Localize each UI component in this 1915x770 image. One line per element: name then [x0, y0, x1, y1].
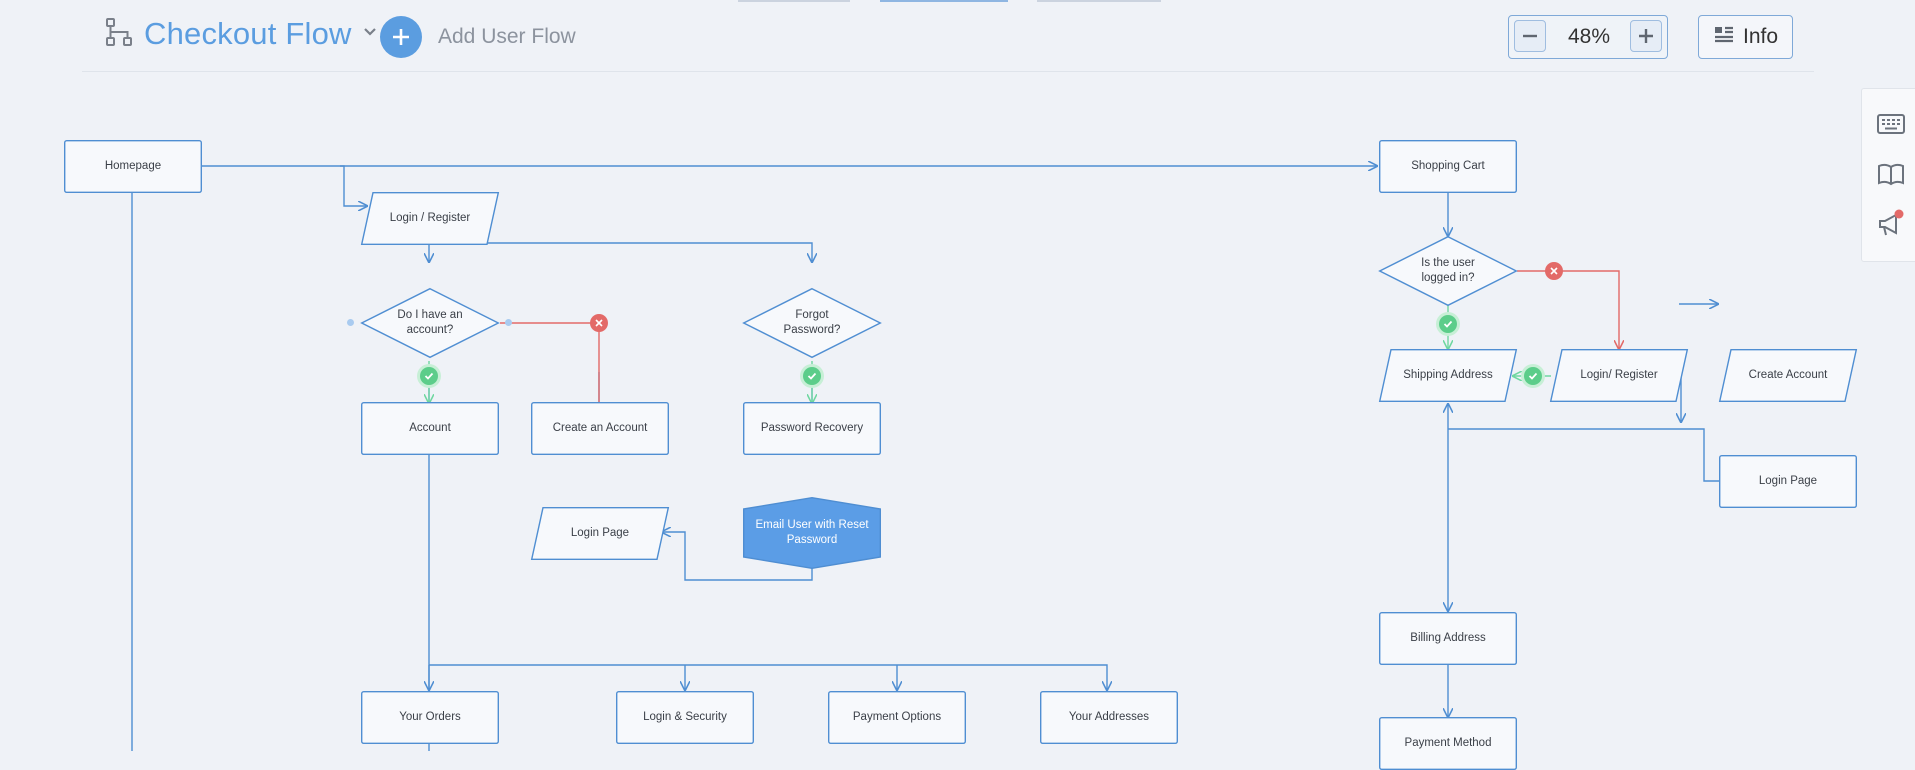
node-label: Create Account: [1748, 369, 1828, 381]
node-account[interactable]: Account: [360, 401, 500, 455]
no-cross-icon[interactable]: [1545, 262, 1563, 280]
node-billing-address[interactable]: Billing Address: [1378, 611, 1518, 665]
connection-handle[interactable]: [347, 319, 354, 326]
node-label: Your Orders: [399, 711, 461, 723]
zoom-in-button[interactable]: [1630, 20, 1662, 52]
top-toolbar: Checkout Flow Add User Flow 48% Info: [0, 0, 1915, 72]
info-label: Info: [1742, 25, 1779, 48]
yes-check-icon[interactable]: [803, 367, 821, 385]
plus-icon: [1639, 29, 1653, 43]
node-label: Do I have an account?: [397, 309, 463, 336]
megaphone-icon[interactable]: [1876, 209, 1908, 241]
header-divider: [82, 71, 1814, 72]
zoom-level: 48%: [1567, 25, 1611, 48]
node-label: Shopping Cart: [1411, 160, 1485, 172]
node-forgot-password-decision[interactable]: Forgot Password?: [742, 287, 882, 359]
node-label: Homepage: [104, 160, 162, 172]
node-login-page-left[interactable]: Login Page: [530, 506, 670, 560]
node-login-page-right[interactable]: Login Page: [1718, 454, 1858, 508]
node-label: Login Page: [570, 527, 630, 539]
node-have-account-decision[interactable]: Do I have an account?: [360, 287, 500, 359]
node-label: Login/ Register: [1580, 369, 1658, 381]
plus-icon[interactable]: [380, 16, 422, 58]
node-login-register-right[interactable]: Login/ Register: [1549, 348, 1689, 402]
yes-check-icon[interactable]: [1439, 315, 1457, 333]
keyboard-icon[interactable]: [1876, 109, 1908, 141]
flow-diagram-icon: [104, 17, 134, 52]
node-shipping-address[interactable]: Shipping Address: [1378, 348, 1518, 402]
node-label: Login & Security: [643, 711, 727, 723]
zoom-out-button[interactable]: [1514, 20, 1546, 52]
node-label: Login Page: [1758, 475, 1818, 487]
tab-indicator-active: [880, 0, 1008, 2]
yes-check-icon[interactable]: [420, 367, 438, 385]
node-label: Shipping Address: [1403, 369, 1493, 381]
node-create-an-account[interactable]: Create an Account: [530, 401, 670, 455]
node-user-logged-in-decision[interactable]: Is the user logged in?: [1378, 235, 1518, 307]
node-your-orders[interactable]: Your Orders: [360, 690, 500, 744]
node-password-recovery[interactable]: Password Recovery: [742, 401, 882, 455]
flow-title[interactable]: Checkout Flow: [144, 16, 352, 51]
node-login-security[interactable]: Login & Security: [615, 690, 755, 744]
connection-handle[interactable]: [505, 319, 512, 326]
node-label: Password Recovery: [760, 422, 864, 434]
node-label: Create an Account: [552, 422, 648, 434]
info-button[interactable]: Info: [1698, 15, 1793, 59]
book-icon[interactable]: [1876, 159, 1908, 191]
node-payment-options[interactable]: Payment Options: [827, 690, 967, 744]
node-label: Billing Address: [1410, 632, 1486, 644]
node-label: Payment Options: [852, 711, 942, 723]
node-label: Payment Method: [1404, 737, 1492, 749]
node-payment-method[interactable]: Payment Method: [1378, 716, 1518, 770]
yes-check-icon[interactable]: [1524, 367, 1542, 385]
node-label: Email User with Reset Password: [755, 519, 869, 546]
node-label: Your Addresses: [1068, 711, 1150, 723]
node-label: Login / Register: [389, 212, 471, 224]
connector-lines: [131, 72, 1719, 751]
tab-indicator: [1037, 0, 1161, 2]
side-toolbar: [1861, 88, 1915, 262]
chevron-down-icon[interactable]: [362, 24, 378, 45]
node-create-account-right[interactable]: Create Account: [1718, 348, 1858, 402]
node-login-register[interactable]: Login / Register: [360, 191, 500, 245]
node-shopping-cart[interactable]: Shopping Cart: [1378, 139, 1518, 193]
flow-canvas[interactable]: Homepage Login / Register Do I have an a…: [0, 72, 1915, 770]
node-your-addresses[interactable]: Your Addresses: [1039, 690, 1179, 744]
tab-indicator: [738, 0, 850, 2]
node-label: Is the user logged in?: [1421, 257, 1475, 284]
list-info-icon: [1713, 24, 1735, 51]
add-user-flow-button[interactable]: Add User Flow: [380, 16, 576, 58]
node-label: Account: [409, 422, 451, 434]
minus-icon: [1523, 34, 1537, 38]
node-email-reset-password[interactable]: Email User with Reset Password: [742, 496, 882, 570]
zoom-control: 48%: [1508, 15, 1668, 59]
no-cross-icon[interactable]: [590, 314, 608, 332]
node-label: Forgot Password?: [783, 309, 841, 336]
add-user-flow-label: Add User Flow: [438, 25, 576, 48]
node-homepage[interactable]: Homepage: [63, 139, 203, 193]
flow-selector[interactable]: Checkout Flow: [104, 16, 378, 52]
